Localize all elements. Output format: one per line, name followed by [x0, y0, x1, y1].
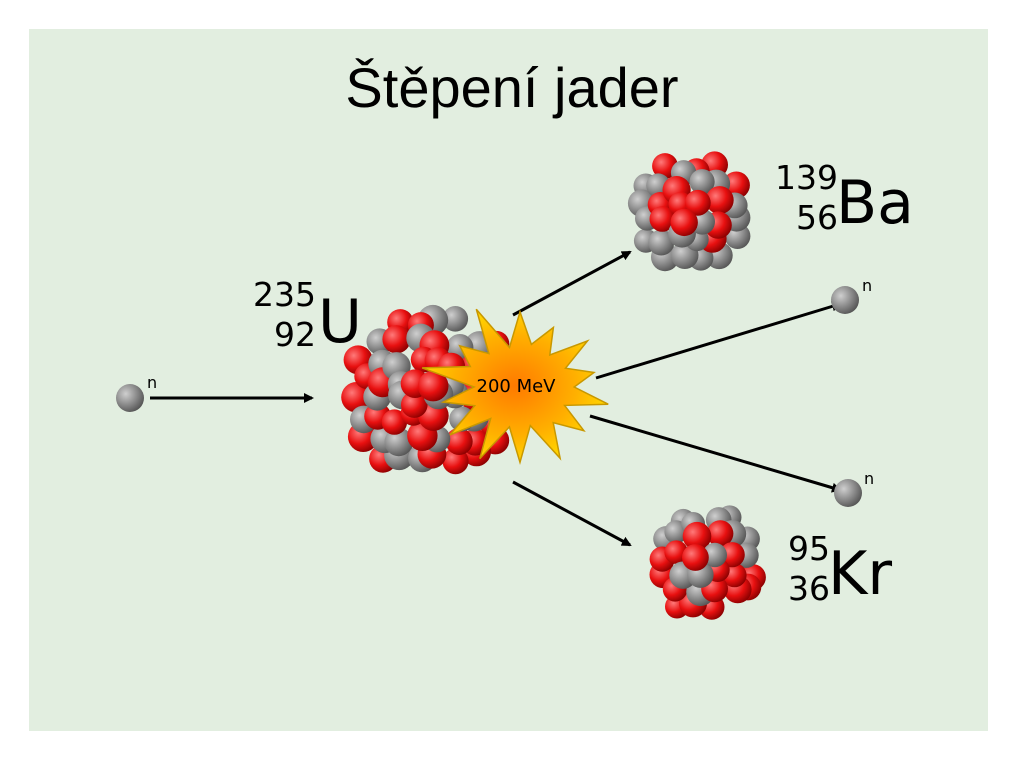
uranium-neutron	[442, 306, 469, 332]
uranium-proton	[382, 325, 411, 354]
neutron-label-incoming: n	[147, 373, 158, 392]
barium-proton	[684, 189, 711, 216]
slide-title: Štěpení jader	[345, 56, 679, 119]
krypton-proton	[707, 520, 734, 547]
neutron-label-emitted-2: n	[864, 469, 875, 488]
krypton-proton	[719, 542, 745, 568]
arrow-to-neutron-1	[595, 301, 842, 380]
uranium-atomic-number: 92	[274, 315, 316, 354]
uranium-neutron	[384, 427, 413, 457]
arrow-to-krypton	[512, 480, 632, 547]
neutron-label-emitted-1: n	[862, 276, 873, 295]
uranium-proton	[341, 382, 372, 413]
barium-proton	[705, 186, 734, 215]
uranium-proton	[417, 370, 449, 402]
krypton-symbol: Kr	[828, 539, 893, 609]
barium-proton	[670, 208, 698, 237]
energy-label: 200 MeV	[477, 376, 557, 397]
uranium-proton	[401, 391, 428, 418]
arrow-to-neutron-2	[589, 414, 842, 493]
incoming-neutron	[116, 384, 144, 412]
krypton-mass-number: 95	[788, 529, 830, 568]
energy-burst: 200 MeV	[421, 308, 609, 465]
uranium-mass-number: 235	[253, 275, 316, 314]
arrow-to-barium	[512, 250, 632, 317]
emitted-neutron-2	[834, 479, 862, 507]
barium-neutron	[689, 169, 715, 195]
barium-neutron	[648, 229, 675, 256]
barium-symbol: Ba	[836, 168, 914, 238]
krypton-proton	[682, 521, 712, 551]
barium-atomic-number: 56	[796, 198, 838, 237]
barium-mass-number: 139	[775, 158, 838, 197]
emitted-neutron-1	[831, 286, 859, 314]
krypton-atomic-number: 36	[788, 569, 830, 608]
uranium-proton	[381, 409, 408, 435]
krypton-nucleus	[649, 505, 766, 620]
arrows	[150, 250, 842, 547]
krypton-neutron	[702, 542, 727, 568]
uranium-symbol: U	[318, 287, 362, 357]
barium-nucleus	[627, 151, 751, 272]
krypton-proton	[682, 544, 709, 571]
barium-proton	[649, 206, 676, 232]
